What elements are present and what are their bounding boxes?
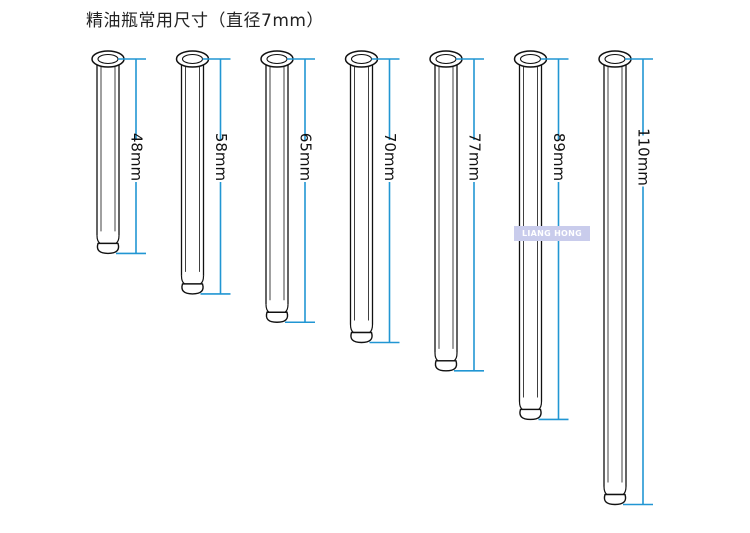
dimension-label-bg — [465, 140, 483, 182]
dimension-label-48: 48mm — [128, 133, 146, 181]
watermark-logo: LIANG HONG — [514, 226, 590, 241]
tube-tip — [434, 360, 458, 372]
dimension-label-70: 70mm — [381, 133, 399, 181]
dimension-label-bg — [127, 140, 145, 182]
tube-48: 48mm — [91, 50, 146, 255]
tube-rim-inner — [519, 53, 542, 65]
dimension-label-58: 58mm — [212, 133, 230, 181]
tube-tip — [96, 242, 120, 255]
tube-neck — [180, 275, 205, 285]
tube-tip — [181, 283, 204, 295]
tube-neck — [96, 235, 120, 244]
tube-tip — [519, 408, 542, 421]
dimension-label-bg — [634, 135, 652, 187]
tube-70: 70mm — [344, 50, 400, 344]
tube-tip — [265, 311, 289, 323]
tube-tip — [350, 331, 373, 344]
tube-rim-inner — [97, 53, 119, 65]
tube-tip — [603, 493, 627, 506]
dimension-label-77: 77mm — [466, 133, 484, 181]
tube-neck — [349, 324, 374, 334]
dimension-label-bg — [211, 140, 230, 182]
page-title: 精油瓶常用尺寸（直径7mm） — [86, 11, 324, 31]
tube-58: 58mm — [175, 50, 231, 295]
tube-neck — [603, 486, 627, 496]
tube-rim-inner — [350, 53, 373, 65]
dimension-label-bg — [549, 140, 568, 182]
tube-rim-inner — [266, 53, 288, 65]
tube-rim-inner — [181, 53, 204, 65]
tube-rim-inner — [435, 53, 457, 65]
tube-77: 77mm — [429, 50, 484, 372]
dimension-label-110: 110mm — [635, 128, 653, 186]
tube-neck — [265, 304, 289, 313]
tube-neck — [434, 352, 458, 362]
tube-rim-inner — [604, 53, 626, 65]
dimension-label-bg — [380, 140, 399, 182]
dimension-label-65: 65mm — [297, 133, 315, 181]
tube-110: 110mm — [598, 50, 653, 506]
dimension-label-89: 89mm — [550, 133, 568, 181]
dimension-label-bg — [296, 140, 314, 182]
tube-neck — [518, 401, 543, 411]
tube-65: 65mm — [260, 50, 315, 324]
